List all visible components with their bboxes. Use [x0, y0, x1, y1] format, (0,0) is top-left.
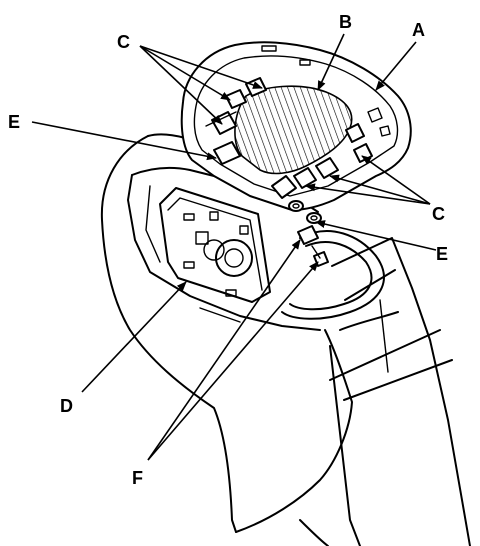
callout-c-right: C — [432, 204, 445, 224]
leader-lines — [31, 33, 437, 461]
lid-slot — [261, 45, 277, 52]
latch-bracket — [159, 187, 271, 303]
callout-e-left: E — [8, 112, 20, 132]
callout-c-top: C — [117, 32, 130, 52]
console-side-body — [329, 237, 471, 546]
callout-f: F — [132, 468, 143, 488]
lid-hinge-e-left — [213, 141, 241, 165]
clips-right — [271, 123, 373, 199]
lid-slot — [299, 59, 311, 66]
callout-b: B — [339, 12, 352, 32]
callout-e-right: E — [436, 244, 448, 264]
callout-d: D — [60, 396, 73, 416]
console-lid — [180, 41, 412, 211]
release-cable — [281, 225, 385, 320]
lid-pad — [234, 85, 353, 175]
console-shell — [100, 133, 353, 546]
latch-knob — [215, 239, 253, 277]
callout-a: A — [412, 20, 425, 40]
